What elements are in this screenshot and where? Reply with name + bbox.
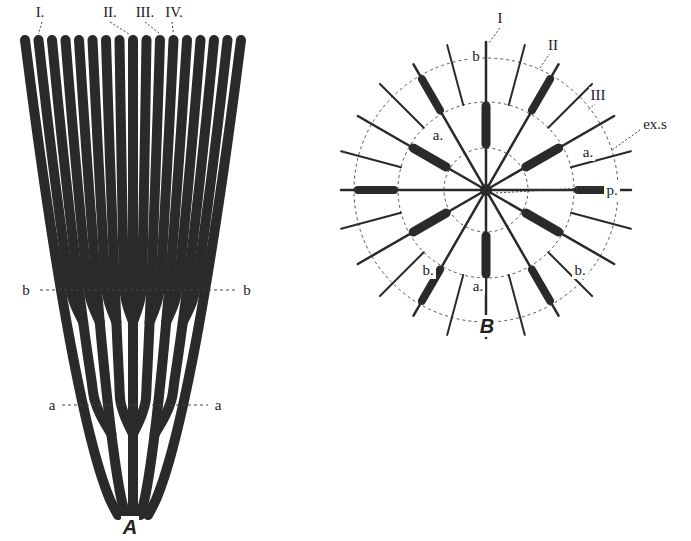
tertiary-septum (571, 213, 631, 229)
part-label: a (213, 397, 224, 414)
septum-thickening (482, 236, 491, 274)
septum-thickening (526, 213, 559, 232)
figure-letter: B (478, 315, 496, 337)
part-label: II. (101, 4, 119, 21)
part-label: b. (420, 262, 435, 279)
septum (133, 40, 160, 434)
septum-thickening (422, 79, 440, 110)
leader-line (612, 130, 640, 150)
part-label: IV. (163, 4, 185, 21)
leader-line (110, 22, 129, 34)
tertiary-septum (341, 151, 401, 167)
leader-line (488, 28, 500, 44)
secondary-septum (486, 64, 559, 190)
centre (480, 184, 492, 196)
primary-septum (486, 190, 614, 264)
part-label: b. (572, 262, 587, 279)
tertiary-septum (548, 252, 592, 296)
part-label: III (589, 87, 608, 104)
part-label: b (470, 48, 482, 65)
part-label: a (47, 397, 58, 414)
part-label: p. (604, 182, 619, 199)
part-label: b (241, 282, 253, 299)
septum-thickening (482, 106, 491, 144)
septum (128, 40, 138, 515)
primary-septum (485, 42, 488, 190)
longitudinal-section (25, 22, 241, 515)
secondary-septum (341, 189, 486, 192)
septum-thickening (526, 148, 559, 167)
tertiary-septum (447, 275, 463, 335)
tertiary-septum (548, 84, 592, 128)
figure-letter: A (121, 516, 139, 538)
leader-line (496, 187, 602, 193)
tertiary-septum (341, 213, 401, 229)
part-label: a. (471, 278, 485, 295)
tertiary-septum (509, 275, 525, 335)
tertiary-septum (447, 45, 463, 105)
part-label: b (20, 282, 32, 299)
septum-thickening (413, 213, 446, 232)
part-label: I. (34, 4, 47, 21)
leader-line (588, 103, 596, 110)
leader-line (145, 22, 160, 34)
septum (148, 40, 241, 515)
leader-line (172, 22, 174, 34)
tertiary-septum (509, 45, 525, 105)
part-label: a. (431, 127, 445, 144)
septum-thickening (413, 148, 446, 167)
cross-section (341, 28, 640, 338)
part-label: I (496, 10, 505, 27)
level-line (62, 405, 208, 406)
leader-line (39, 22, 43, 34)
septum-thickening (532, 270, 550, 301)
septum-thickening (532, 79, 550, 110)
septum (133, 40, 147, 322)
part-label: III. (134, 4, 157, 21)
level-line (40, 290, 236, 291)
leader-line (540, 53, 550, 68)
primary-septum (358, 116, 486, 190)
tertiary-septum (380, 252, 424, 296)
part-label: a. (581, 144, 595, 161)
tertiary-septum (380, 84, 424, 128)
part-label: ex.s (641, 116, 669, 133)
secondary-septum (414, 190, 487, 316)
part-label: II (546, 37, 560, 54)
septum-thickening (358, 186, 394, 194)
